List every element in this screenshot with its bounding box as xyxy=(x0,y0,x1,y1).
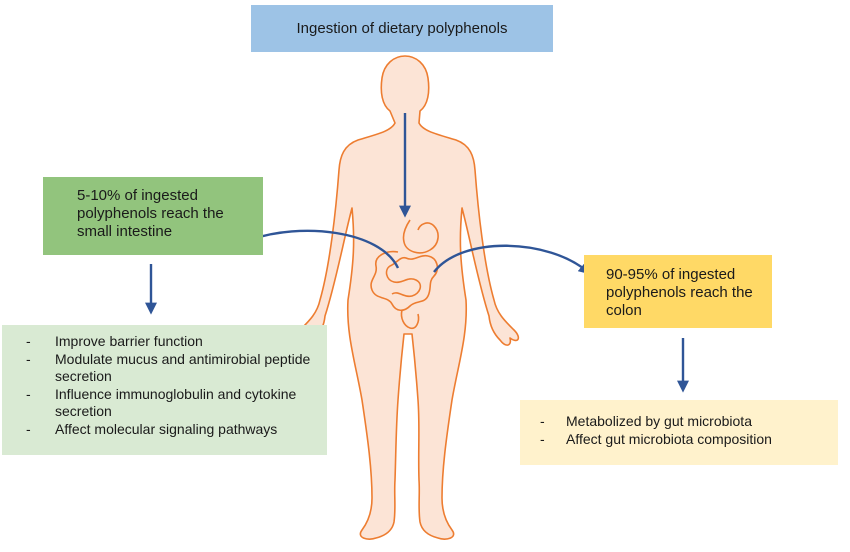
ingestion-box: Ingestion of dietary polyphenols xyxy=(251,5,553,52)
stomach-shape xyxy=(402,219,439,254)
small-intestine-effects-box: Improve barrier function Modulate mucus … xyxy=(2,325,327,455)
ingestion-label: Ingestion of dietary polyphenols xyxy=(296,20,508,37)
colon-label: 90-95% of ingested polyphenols reach the… xyxy=(606,266,753,319)
effect-item: Modulate mucus and antimirobial peptide … xyxy=(2,351,317,386)
effect-item: Improve barrier function xyxy=(2,333,317,351)
small-intestine-effects-list: Improve barrier function Modulate mucus … xyxy=(2,333,317,438)
arrow-to-colon xyxy=(433,244,591,275)
body-outline xyxy=(294,55,520,540)
human-body-figure xyxy=(294,55,520,540)
colon-effects-list: Metabolized by gut microbiota Affect gut… xyxy=(520,412,828,448)
effect-item: Influence immunoglobulin and cytokine se… xyxy=(2,386,317,421)
effect-item: Affect molecular signaling pathways xyxy=(2,421,317,439)
arrow-to-small-intestine xyxy=(246,229,400,269)
effect-item: Affect gut microbiota composition xyxy=(520,430,828,448)
colon-end-shape xyxy=(400,309,420,330)
colon-box: 90-95% of ingested polyphenols reach the… xyxy=(584,255,772,328)
intestine-shape xyxy=(370,250,439,312)
small-intestine-label: 5-10% of ingested polyphenols reach the … xyxy=(77,187,224,240)
effect-item: Metabolized by gut microbiota xyxy=(520,412,828,430)
colon-effects-box: Metabolized by gut microbiota Affect gut… xyxy=(520,400,838,465)
flow-arrows xyxy=(145,113,689,393)
small-intestine-box: 5-10% of ingested polyphenols reach the … xyxy=(43,177,263,255)
